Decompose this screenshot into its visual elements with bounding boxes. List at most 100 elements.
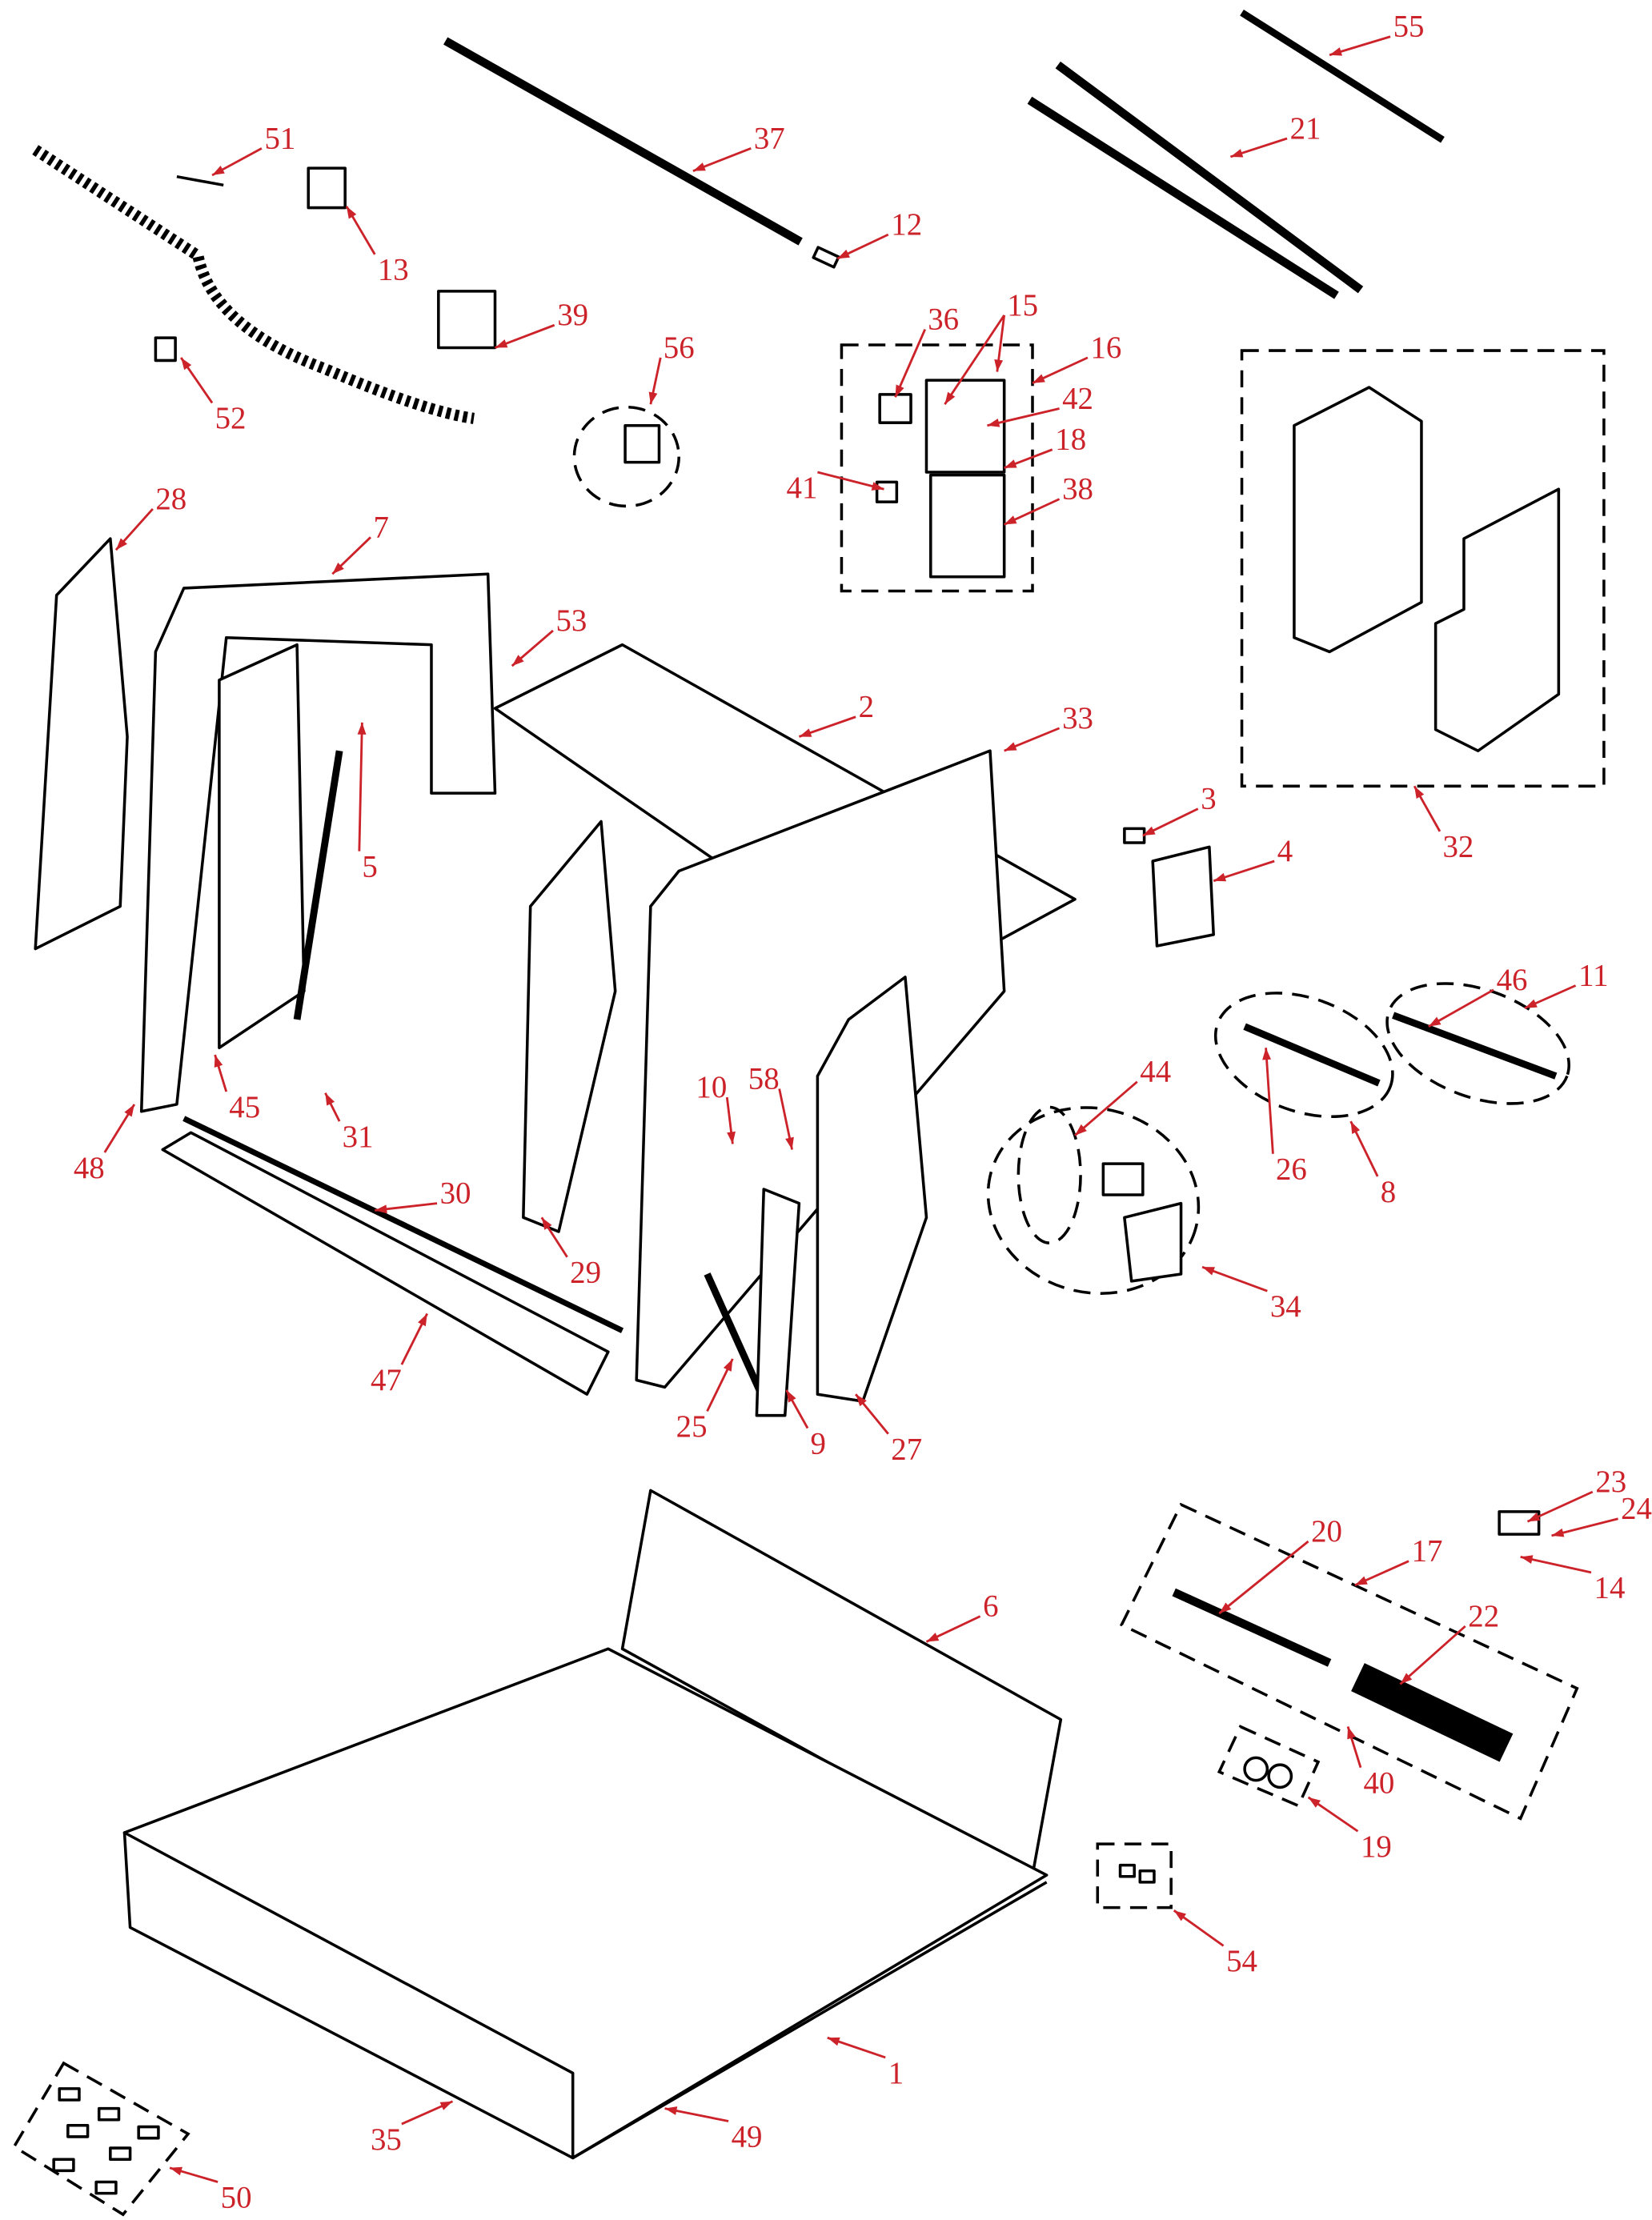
arrowhead-icon bbox=[1230, 149, 1244, 158]
callout-38: 38 bbox=[1004, 472, 1093, 526]
cylinder-22 bbox=[1351, 1663, 1514, 1762]
callout-number: 3 bbox=[1201, 782, 1216, 816]
arrowhead-icon bbox=[418, 1313, 427, 1327]
arrowhead-icon bbox=[727, 1131, 736, 1144]
arrowhead-icon bbox=[1400, 1673, 1413, 1685]
callout-number: 22 bbox=[1468, 1599, 1499, 1633]
callout-53: 53 bbox=[511, 603, 587, 667]
pin-kit-54-box bbox=[1096, 1842, 1173, 1909]
bracket-23 bbox=[1498, 1510, 1541, 1536]
callout-20: 20 bbox=[1218, 1514, 1342, 1615]
guard-29 bbox=[522, 819, 617, 1233]
callout-number: 56 bbox=[664, 331, 695, 365]
callout-number: 6 bbox=[983, 1589, 998, 1624]
callout-number: 34 bbox=[1270, 1289, 1301, 1324]
arrowhead-icon bbox=[214, 1055, 223, 1068]
callout-50: 50 bbox=[169, 2166, 252, 2214]
arrowhead-icon bbox=[212, 166, 225, 175]
callout-14: 14 bbox=[1520, 1555, 1626, 1605]
pin-kit-8-ellipse bbox=[1213, 992, 1394, 1119]
pin-54a bbox=[1118, 1863, 1136, 1878]
callout-5: 5 bbox=[357, 722, 378, 884]
switch-44 bbox=[1101, 1162, 1145, 1196]
pin-8 bbox=[1243, 1023, 1381, 1087]
callout-28: 28 bbox=[114, 482, 186, 551]
callout-number: 45 bbox=[229, 1090, 260, 1124]
arrowhead-icon bbox=[1354, 1576, 1368, 1585]
callout-24: 24 bbox=[1551, 1492, 1652, 1537]
callout-55: 55 bbox=[1329, 10, 1424, 57]
callout-number: 49 bbox=[732, 2119, 763, 2154]
callout-number: 26 bbox=[1276, 1152, 1307, 1187]
callout-47: 47 bbox=[371, 1312, 428, 1397]
pin-11 bbox=[1392, 1012, 1558, 1080]
callout-51: 51 bbox=[211, 121, 295, 177]
pad-kit-box bbox=[12, 2061, 190, 2217]
arrowhead-icon bbox=[1329, 47, 1342, 56]
callout-37: 37 bbox=[692, 121, 785, 172]
elbow-41 bbox=[875, 480, 899, 503]
arrowhead-icon bbox=[785, 1136, 794, 1150]
connector-52 bbox=[154, 336, 177, 363]
callout-2: 2 bbox=[798, 690, 874, 738]
cover-32b bbox=[1433, 487, 1561, 752]
callout-number: 28 bbox=[155, 482, 186, 516]
cover-assembly-box bbox=[1240, 349, 1606, 788]
leader-line bbox=[358, 722, 363, 852]
callout-7: 7 bbox=[331, 510, 389, 575]
callout-number: 9 bbox=[811, 1426, 826, 1461]
callout-number: 52 bbox=[215, 401, 247, 435]
leader-line bbox=[1074, 1080, 1138, 1136]
callout-44: 44 bbox=[1074, 1055, 1171, 1136]
callout-1: 1 bbox=[827, 2036, 904, 2090]
rod-21a bbox=[1055, 61, 1364, 294]
switch-kit-ellipse bbox=[986, 1106, 1201, 1295]
callout-number: 50 bbox=[221, 2180, 252, 2214]
callout-54: 54 bbox=[1173, 1909, 1257, 1978]
callout-34: 34 bbox=[1201, 1265, 1301, 1324]
strut-31 bbox=[293, 750, 343, 1020]
callout-number: 36 bbox=[928, 303, 959, 337]
callout-number: 41 bbox=[787, 471, 818, 505]
callout-number: 30 bbox=[440, 1176, 471, 1211]
callout-27: 27 bbox=[855, 1393, 922, 1466]
group-outlines bbox=[12, 343, 1606, 2217]
guard-5 bbox=[218, 643, 306, 1050]
callout-number: 32 bbox=[1442, 830, 1474, 864]
reservoir-38 bbox=[928, 473, 1006, 579]
arrowhead-icon bbox=[346, 206, 357, 219]
leader-line bbox=[944, 315, 1005, 405]
callout-number: 54 bbox=[1226, 1944, 1257, 1978]
arrowhead-icon bbox=[799, 728, 812, 737]
callout-8: 8 bbox=[1349, 1120, 1396, 1209]
callout-11: 11 bbox=[1524, 958, 1609, 1010]
bushing-19a bbox=[1243, 1756, 1269, 1782]
callout-number: 12 bbox=[891, 207, 922, 242]
pendant-39 bbox=[437, 290, 497, 350]
callout-number: 14 bbox=[1594, 1571, 1626, 1605]
callout-number: 15 bbox=[1007, 288, 1038, 323]
frame-7 bbox=[139, 572, 497, 1113]
arrowhead-icon bbox=[1004, 742, 1017, 751]
callout-39: 39 bbox=[494, 298, 588, 349]
bracket-44 bbox=[1123, 1201, 1183, 1283]
arrowhead-icon bbox=[827, 2037, 840, 2046]
leader-line bbox=[894, 328, 926, 398]
callout-number: 21 bbox=[1290, 111, 1321, 146]
arrowhead-icon bbox=[1527, 1513, 1541, 1522]
rod-20 bbox=[1172, 1588, 1332, 1667]
arrowhead-icon bbox=[1414, 786, 1425, 799]
rod-37 bbox=[443, 37, 803, 246]
arrowhead-icon bbox=[1173, 1910, 1187, 1921]
callout-number: 8 bbox=[1381, 1175, 1396, 1209]
callout-19: 19 bbox=[1307, 1796, 1392, 1864]
arrowhead-icon bbox=[325, 1092, 335, 1106]
cylinder-assembly-box bbox=[1119, 1502, 1579, 1821]
callout-number: 18 bbox=[1055, 423, 1086, 457]
leader-line bbox=[1218, 1540, 1309, 1615]
pin-kit-11-ellipse bbox=[1385, 982, 1571, 1105]
callout-52: 52 bbox=[180, 357, 247, 435]
callout-4: 4 bbox=[1213, 834, 1293, 883]
leader-line bbox=[1265, 1048, 1274, 1154]
